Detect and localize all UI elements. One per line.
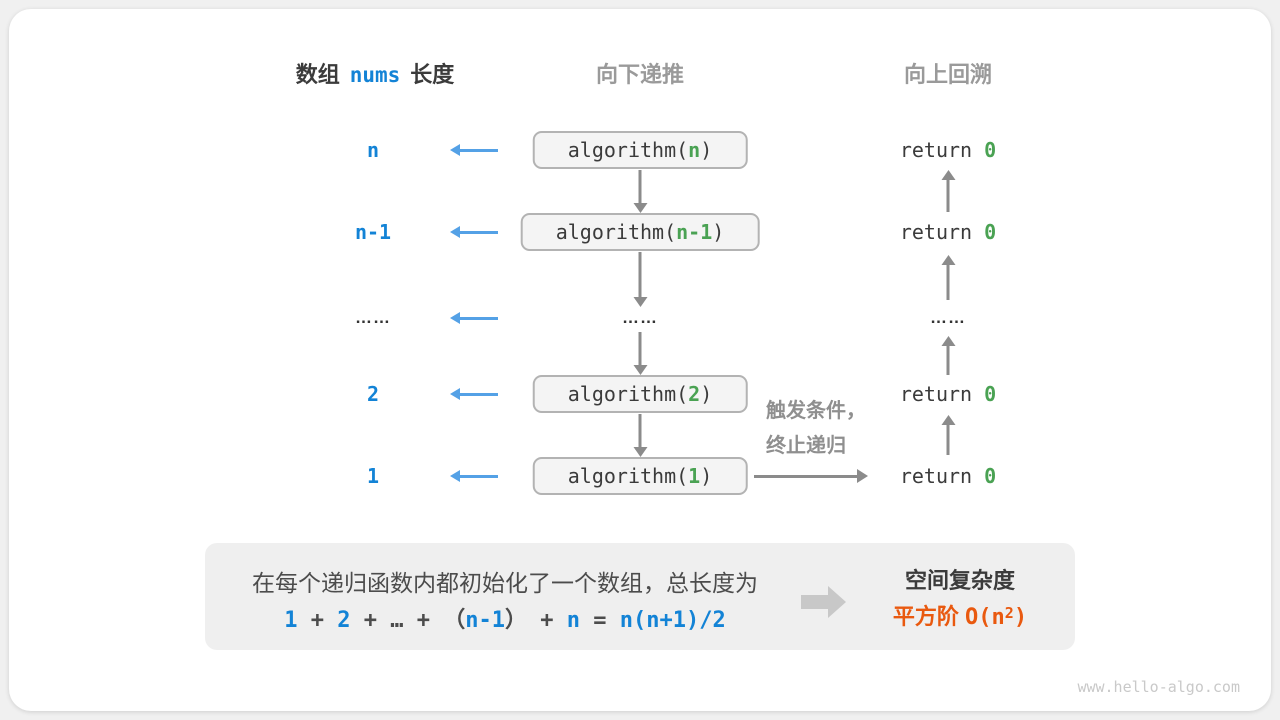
call-box-2: algorithm(2)	[532, 375, 748, 413]
left-arrow-icon	[460, 316, 498, 320]
call-dots: ……	[622, 308, 658, 327]
header-array-length: 数组 nums 长度	[296, 57, 455, 89]
call-box-n: algorithm(n)	[532, 131, 748, 169]
down-arrow-icon	[638, 252, 642, 298]
space-complexity-value: 平方阶 O(n2)	[892, 604, 1028, 630]
left-arrow-icon	[460, 148, 498, 152]
summary-text: 在每个递归函数内都初始化了一个数组，总长度为	[252, 570, 758, 596]
up-arrow-icon	[946, 345, 950, 375]
length-label-n: n	[366, 138, 380, 162]
return-row: return 0	[899, 220, 997, 244]
right-arrow-icon	[754, 474, 858, 478]
header-recurse-down: 向下递推	[595, 62, 685, 87]
length-label-n-1: n-1	[354, 220, 392, 244]
header-backtrack-up: 向上回溯	[903, 62, 993, 87]
header-array-suffix: 长度	[410, 62, 455, 87]
return-row: return 0	[899, 382, 997, 406]
return-row: return 0	[899, 464, 997, 488]
length-label-dots: ……	[355, 308, 391, 327]
space-complexity-title: 空间复杂度	[904, 568, 1015, 593]
length-label-2: 2	[366, 382, 380, 406]
header-array-prefix: 数组	[295, 62, 340, 87]
call-box-n-1: algorithm(n-1)	[520, 213, 760, 251]
down-arrow-icon	[638, 170, 642, 204]
summary-panel: 在每个递归函数内都初始化了一个数组，总长度为 1 + 2 + … + （n-1）…	[205, 543, 1075, 650]
summary-formula: 1 + 2 + … + （n-1） + n = n(n+1)/2	[284, 608, 726, 633]
up-arrow-icon	[946, 264, 950, 300]
left-arrow-icon	[460, 392, 498, 396]
left-arrow-icon	[460, 474, 498, 478]
watermark: www.hello-algo.com	[1077, 678, 1240, 696]
down-arrow-icon	[638, 414, 642, 448]
implies-arrow-icon	[801, 595, 828, 609]
return-dots: ……	[930, 308, 966, 327]
up-arrow-icon	[946, 179, 950, 212]
base-case-note-line2: 终止递归	[766, 435, 846, 457]
header-nums-code: nums	[349, 63, 401, 87]
return-row: return 0	[899, 138, 997, 162]
call-box-1: algorithm(1)	[532, 457, 748, 495]
base-case-note-line1: 触发条件，	[766, 400, 866, 422]
down-arrow-icon	[638, 332, 642, 366]
length-label-1: 1	[366, 464, 380, 488]
up-arrow-icon	[946, 424, 950, 455]
left-arrow-icon	[460, 230, 498, 234]
